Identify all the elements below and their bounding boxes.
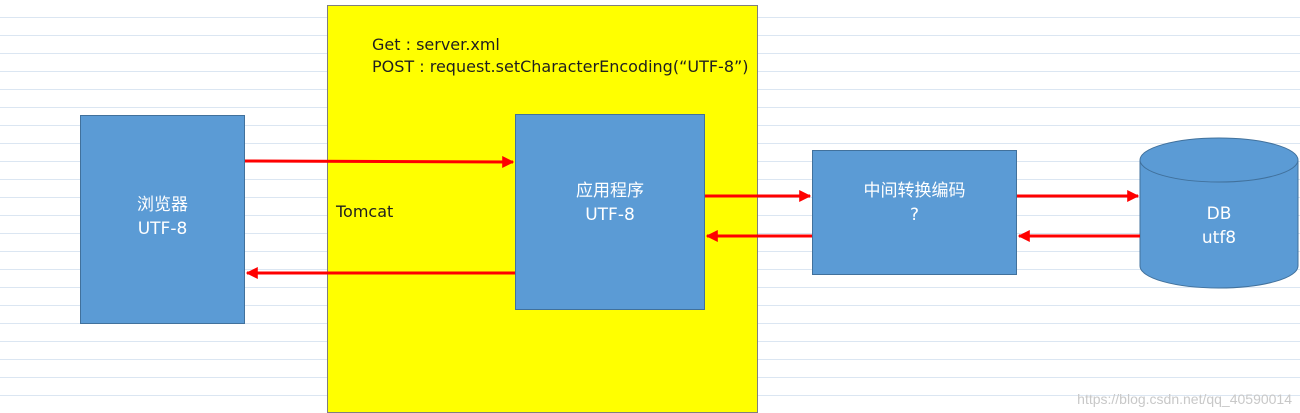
- watermark: https://blog.csdn.net/qq_40590014: [1077, 391, 1292, 407]
- application-title: 应用程序: [576, 181, 644, 201]
- browser-title: 浏览器: [137, 195, 188, 215]
- note-post: POST : request.setCharacterEncoding(“UTF…: [372, 57, 749, 76]
- browser-node: 浏览器 UTF-8: [80, 115, 245, 324]
- application-node: 应用程序 UTF-8: [515, 114, 705, 310]
- note-get: Get : server.xml: [372, 35, 500, 54]
- arrow-browser-to-app: [244, 155, 515, 168]
- converter-node: 中间转换编码 ?: [812, 150, 1017, 275]
- database-encoding: utf8: [1201, 228, 1237, 248]
- converter-title: 中间转换编码: [863, 180, 966, 201]
- converter-encoding: ?: [909, 204, 920, 225]
- database-cylinder: [1139, 137, 1299, 289]
- database-node: DB utf8: [1140, 202, 1298, 250]
- application-encoding: UTF-8: [585, 205, 635, 225]
- browser-encoding: UTF-8: [137, 219, 188, 239]
- tomcat-label: Tomcat: [336, 202, 394, 221]
- database-title: DB: [1206, 204, 1232, 224]
- encoding-notes: Get : server.xml POST : request.setChara…: [372, 34, 749, 78]
